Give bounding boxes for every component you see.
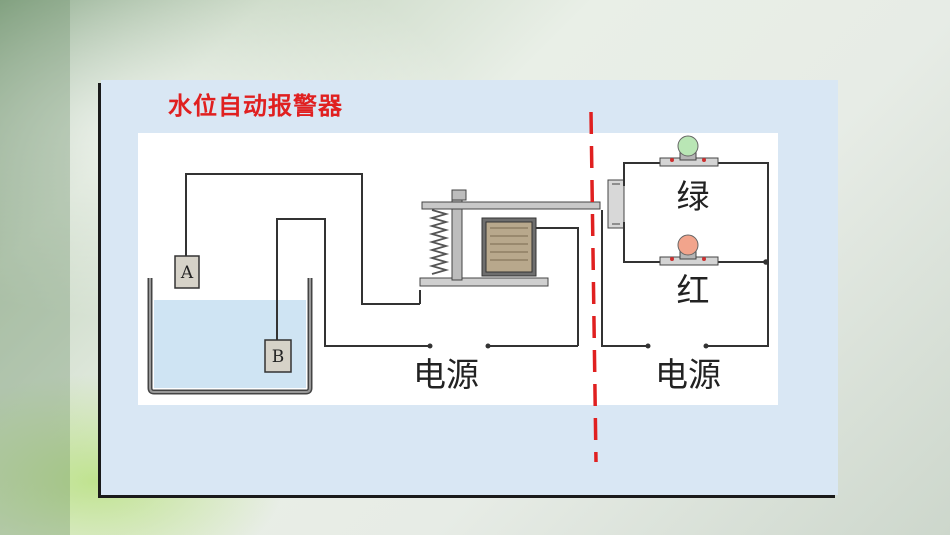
- probe-b-body: [264, 339, 292, 373]
- terminal-dot: [485, 343, 491, 349]
- water-tank-icon: [147, 278, 313, 395]
- wire-power-right: [601, 210, 648, 347]
- relay-coil-icon: [481, 217, 537, 277]
- coil-winding: [485, 221, 533, 273]
- lamp-terminal: [702, 257, 706, 261]
- terminal-dot: [703, 343, 709, 349]
- junction-dot: [763, 259, 769, 265]
- terminal-dot: [645, 343, 651, 349]
- wire-probe-a: [185, 173, 420, 305]
- tank-wall-inner: [149, 278, 311, 393]
- relay-base: [419, 277, 549, 287]
- relay-pivot: [451, 189, 467, 201]
- probe-b: B: [264, 339, 292, 373]
- left-circuit-wires: [185, 173, 579, 347]
- power-source-right-label: 电源: [655, 355, 721, 394]
- left-switch-gap: [427, 343, 491, 349]
- armature-bar: [421, 201, 601, 210]
- lamp-terminal: [702, 158, 706, 162]
- relay: [419, 179, 625, 287]
- divider-line: [589, 111, 598, 463]
- right-circuit-wires: [601, 162, 769, 347]
- probe-a-body: [174, 255, 200, 289]
- lamp-terminal: [670, 158, 674, 162]
- diagram-title: 水位自动报警器: [168, 92, 343, 120]
- lamp-icon: [677, 234, 699, 256]
- terminal-dot: [427, 343, 433, 349]
- probe-a: A: [174, 255, 200, 289]
- green-lamp: [659, 135, 719, 167]
- spring-icon: [428, 209, 450, 275]
- power-source-left-label: 电源: [413, 355, 479, 394]
- right-switch-gap: [645, 343, 709, 349]
- wire-green-lamp: [623, 162, 769, 347]
- wire-coil-return: [535, 227, 579, 346]
- wire-red-lamp: [623, 222, 768, 263]
- probe-b-label: B: [272, 347, 285, 367]
- green-lamp-label: 绿: [677, 177, 710, 216]
- lamp-terminal: [670, 257, 674, 261]
- red-lamp: [659, 234, 719, 266]
- lamp-icon: [677, 135, 699, 157]
- wire-probe-b: [276, 218, 430, 347]
- contact-block: [607, 179, 625, 229]
- red-lamp-label: 红: [677, 271, 710, 310]
- probe-a-label: A: [180, 263, 194, 283]
